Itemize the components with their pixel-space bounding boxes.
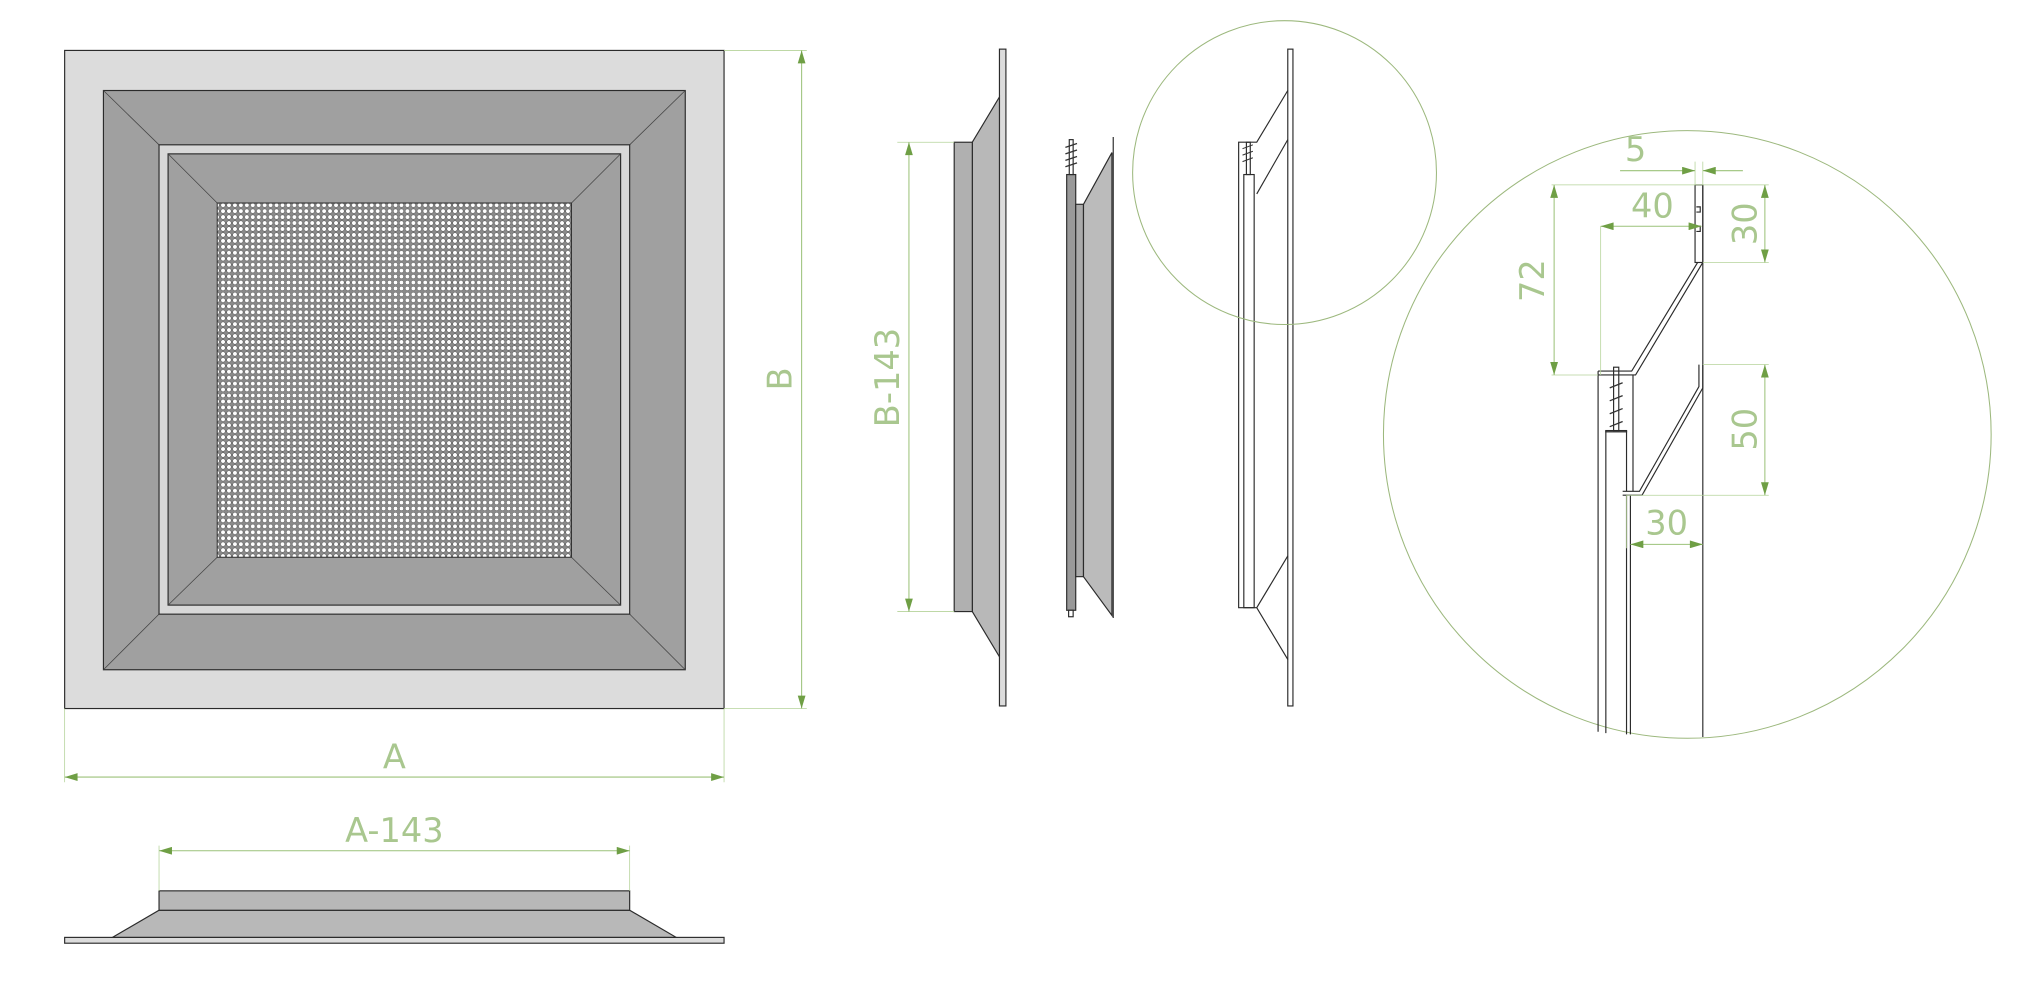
inner-frame-miters <box>167 153 621 606</box>
detail-circle <box>1382 130 1992 739</box>
dimension-a-143-label: A-143 <box>345 811 444 850</box>
section-view-shaded <box>1065 137 1114 619</box>
front-view: B A <box>64 49 807 783</box>
detail-callout-circle <box>1132 20 1437 326</box>
side-neck <box>953 141 973 613</box>
bottom-cone <box>110 909 679 938</box>
section-view-outline <box>1132 20 1437 707</box>
bottom-view: A-143 <box>64 811 725 944</box>
dimension-a: A <box>64 708 725 783</box>
dim-5-label: 5 <box>1625 130 1646 169</box>
side-view: B-143 <box>868 48 1007 707</box>
side-cone <box>971 94 1001 659</box>
dim-30-bottom-label: 30 <box>1645 503 1688 542</box>
detail-view: 5 72 40 30 50 30 <box>1382 130 1992 739</box>
bottom-neck <box>158 890 631 911</box>
side-flange <box>998 48 1007 707</box>
dim-50-label: 50 <box>1725 408 1764 451</box>
dimension-b-label: B <box>761 367 800 390</box>
dim-30-top-label: 30 <box>1725 202 1764 245</box>
outer-frame-miters <box>103 90 686 671</box>
perforated-panel <box>216 202 573 558</box>
dimension-b-143-label: B-143 <box>868 328 907 427</box>
dim-72-label: 72 <box>1513 259 1552 302</box>
dimension-b: B <box>724 50 807 709</box>
dim-40-label: 40 <box>1631 187 1674 226</box>
dimension-a-label: A <box>383 737 406 776</box>
bottom-flange <box>64 936 725 944</box>
